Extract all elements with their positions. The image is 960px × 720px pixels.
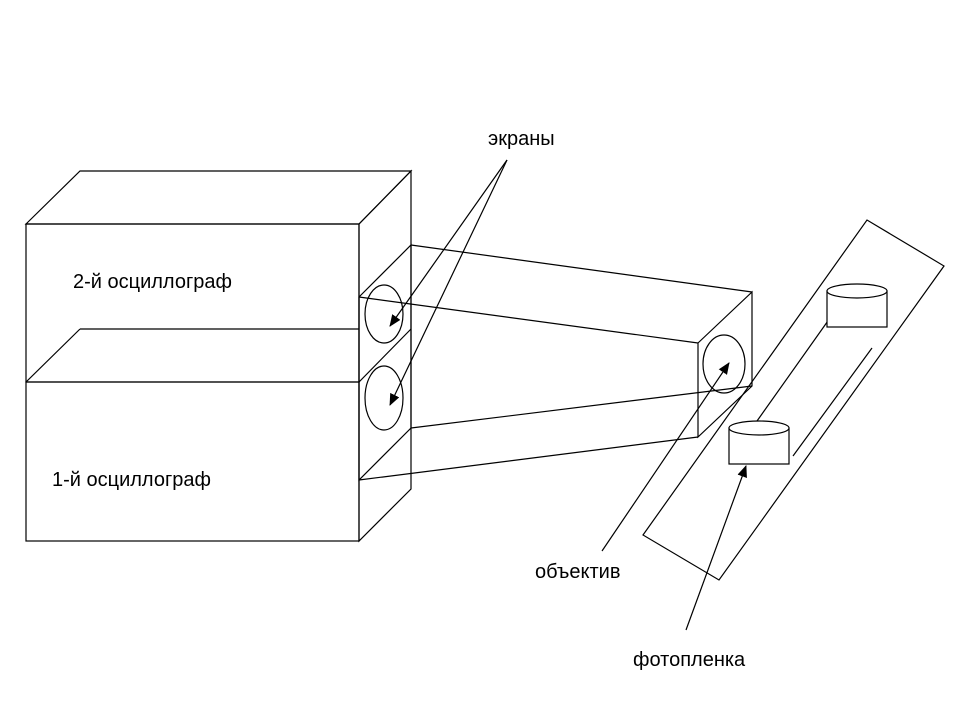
film-frame [642,219,945,581]
camera-back-frame [358,243,412,482]
arrow-screens-to-screen-2 [389,159,508,327]
camera-upper-edge [358,296,699,344]
film-cassette [642,219,945,581]
arrow-lens [601,362,730,552]
film-strip-edge-lower [756,317,831,422]
label-oscillograph-2: 2-й осциллограф [73,271,232,293]
camera-bottom-edge [358,436,699,481]
label-lens: объектив [535,561,620,583]
film-strip-edge-upper [792,347,873,457]
film-reel-upper [826,283,888,328]
label-screens: экраны [488,128,555,150]
arrow-film [685,465,747,631]
oscillograph-1-front [25,381,360,542]
oscillographs-top-face [24,170,413,225]
arrow-screens-to-screen-1 [389,159,508,406]
camera-top-edge [410,244,753,293]
camera-front-frame [697,290,753,439]
label-oscillograph-1: 1-й осциллограф [52,469,211,491]
oscillographs-divider [25,328,81,383]
film-reel-lower [728,420,790,465]
camera-housing [358,243,753,482]
oscillograph-2-front [25,223,360,383]
camera-lower-edge [410,385,753,429]
label-film: фотопленка [633,649,746,671]
screen-2 [364,284,404,344]
screen-1 [364,365,404,431]
oscillographs-divider-right [358,328,412,383]
lens [702,334,746,394]
